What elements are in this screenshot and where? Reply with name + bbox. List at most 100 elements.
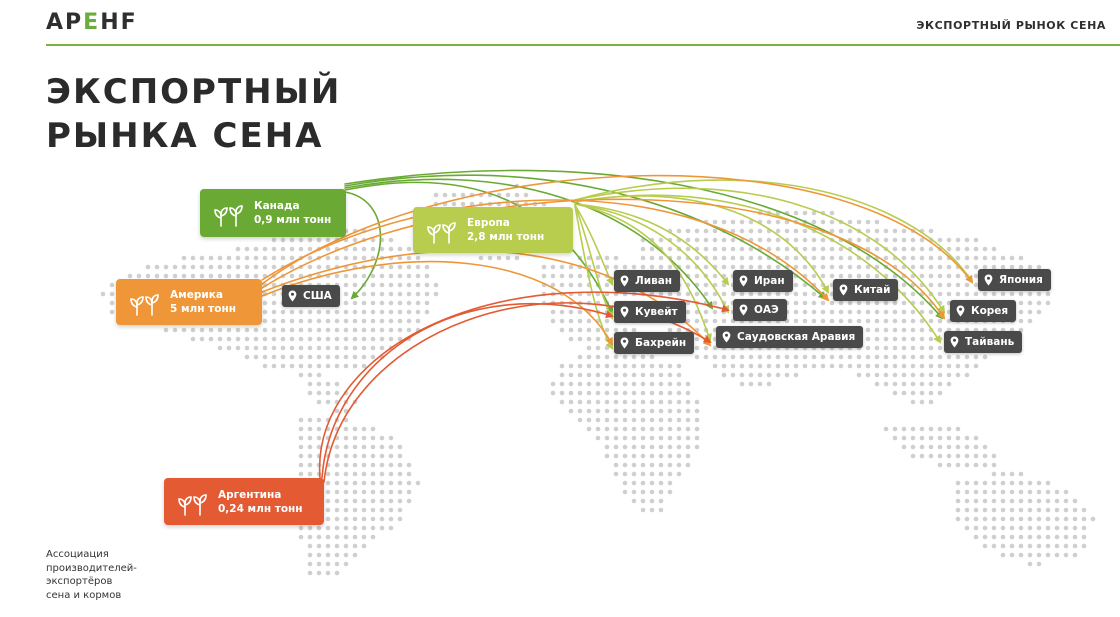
map-dot bbox=[370, 291, 376, 297]
map-dot bbox=[280, 246, 286, 252]
plant-icon bbox=[427, 222, 456, 244]
map-dot bbox=[982, 291, 988, 297]
map-dot bbox=[388, 516, 394, 522]
map-dot bbox=[685, 390, 691, 396]
map-dot bbox=[874, 336, 880, 342]
map-dot bbox=[748, 372, 754, 378]
map-dot bbox=[433, 192, 439, 198]
map-dot bbox=[190, 255, 196, 261]
map-dot bbox=[316, 417, 322, 423]
map-dot bbox=[352, 516, 358, 522]
map-dot bbox=[631, 408, 637, 414]
map-dot bbox=[280, 327, 286, 333]
map-dot bbox=[694, 408, 700, 414]
map-dot bbox=[901, 237, 907, 243]
map-dot bbox=[676, 453, 682, 459]
map-dot bbox=[1063, 543, 1069, 549]
map-dot bbox=[631, 489, 637, 495]
map-dot bbox=[658, 462, 664, 468]
map-dot bbox=[298, 426, 304, 432]
map-dot bbox=[568, 336, 574, 342]
map-dot bbox=[694, 309, 700, 315]
map-dot bbox=[604, 354, 610, 360]
map-dot bbox=[919, 336, 925, 342]
map-dot bbox=[307, 327, 313, 333]
map-dot bbox=[622, 462, 628, 468]
map-dot bbox=[739, 264, 745, 270]
map-dot bbox=[901, 318, 907, 324]
destination-label: Корея bbox=[971, 305, 1009, 317]
map-dot bbox=[892, 345, 898, 351]
map-dot bbox=[379, 336, 385, 342]
map-dot bbox=[856, 300, 862, 306]
map-dot bbox=[208, 327, 214, 333]
map-dot bbox=[235, 273, 241, 279]
map-dot bbox=[973, 498, 979, 504]
map-dot bbox=[685, 318, 691, 324]
map-dot bbox=[352, 543, 358, 549]
map-dot bbox=[352, 444, 358, 450]
map-dot bbox=[370, 318, 376, 324]
map-dot bbox=[1072, 534, 1078, 540]
map-dot bbox=[442, 192, 448, 198]
map-dot bbox=[361, 525, 367, 531]
map-dot bbox=[892, 246, 898, 252]
map-dot bbox=[766, 237, 772, 243]
map-dot bbox=[640, 354, 646, 360]
map-dot bbox=[136, 273, 142, 279]
map-dot bbox=[622, 327, 628, 333]
map-dot bbox=[775, 237, 781, 243]
map-dot bbox=[658, 507, 664, 513]
map-dot bbox=[1018, 318, 1024, 324]
map-dot bbox=[1081, 525, 1087, 531]
region-volume: 0,9 млн тонн bbox=[254, 214, 332, 226]
map-dot bbox=[298, 453, 304, 459]
destination-taiwan: Тайвань bbox=[944, 331, 1023, 353]
map-dot bbox=[631, 264, 637, 270]
map-dot bbox=[937, 453, 943, 459]
map-dot bbox=[217, 327, 223, 333]
map-dot bbox=[361, 336, 367, 342]
map-dot bbox=[901, 372, 907, 378]
location-pin-icon bbox=[288, 290, 297, 302]
map-dot bbox=[1018, 552, 1024, 558]
map-dot bbox=[919, 390, 925, 396]
map-dot bbox=[595, 381, 601, 387]
map-dot bbox=[946, 453, 952, 459]
map-dot bbox=[334, 453, 340, 459]
map-dot bbox=[766, 219, 772, 225]
map-dot bbox=[1009, 498, 1015, 504]
map-dot bbox=[649, 363, 655, 369]
map-dot bbox=[910, 372, 916, 378]
map-dot bbox=[919, 327, 925, 333]
map-dot bbox=[910, 399, 916, 405]
map-dot bbox=[613, 426, 619, 432]
map-dot bbox=[856, 363, 862, 369]
map-dot bbox=[640, 498, 646, 504]
map-dot bbox=[244, 246, 250, 252]
map-dot bbox=[397, 516, 403, 522]
map-dot bbox=[667, 363, 673, 369]
map-dot bbox=[1036, 561, 1042, 567]
map-dot bbox=[1000, 255, 1006, 261]
map-dot bbox=[991, 507, 997, 513]
map-dot bbox=[937, 237, 943, 243]
map-dot bbox=[928, 318, 934, 324]
map-dot bbox=[406, 282, 412, 288]
map-dot bbox=[352, 345, 358, 351]
map-dot bbox=[973, 291, 979, 297]
map-dot bbox=[388, 453, 394, 459]
map-dot bbox=[271, 345, 277, 351]
map-dot bbox=[1027, 516, 1033, 522]
map-dot bbox=[316, 354, 322, 360]
map-dot bbox=[928, 228, 934, 234]
map-dot bbox=[370, 462, 376, 468]
map-dot bbox=[613, 264, 619, 270]
map-dot bbox=[289, 273, 295, 279]
map-dot bbox=[622, 399, 628, 405]
map-dot bbox=[865, 264, 871, 270]
map-dot bbox=[307, 309, 313, 315]
map-dot bbox=[316, 561, 322, 567]
destination-label: Япония bbox=[999, 274, 1043, 286]
map-dot bbox=[613, 381, 619, 387]
